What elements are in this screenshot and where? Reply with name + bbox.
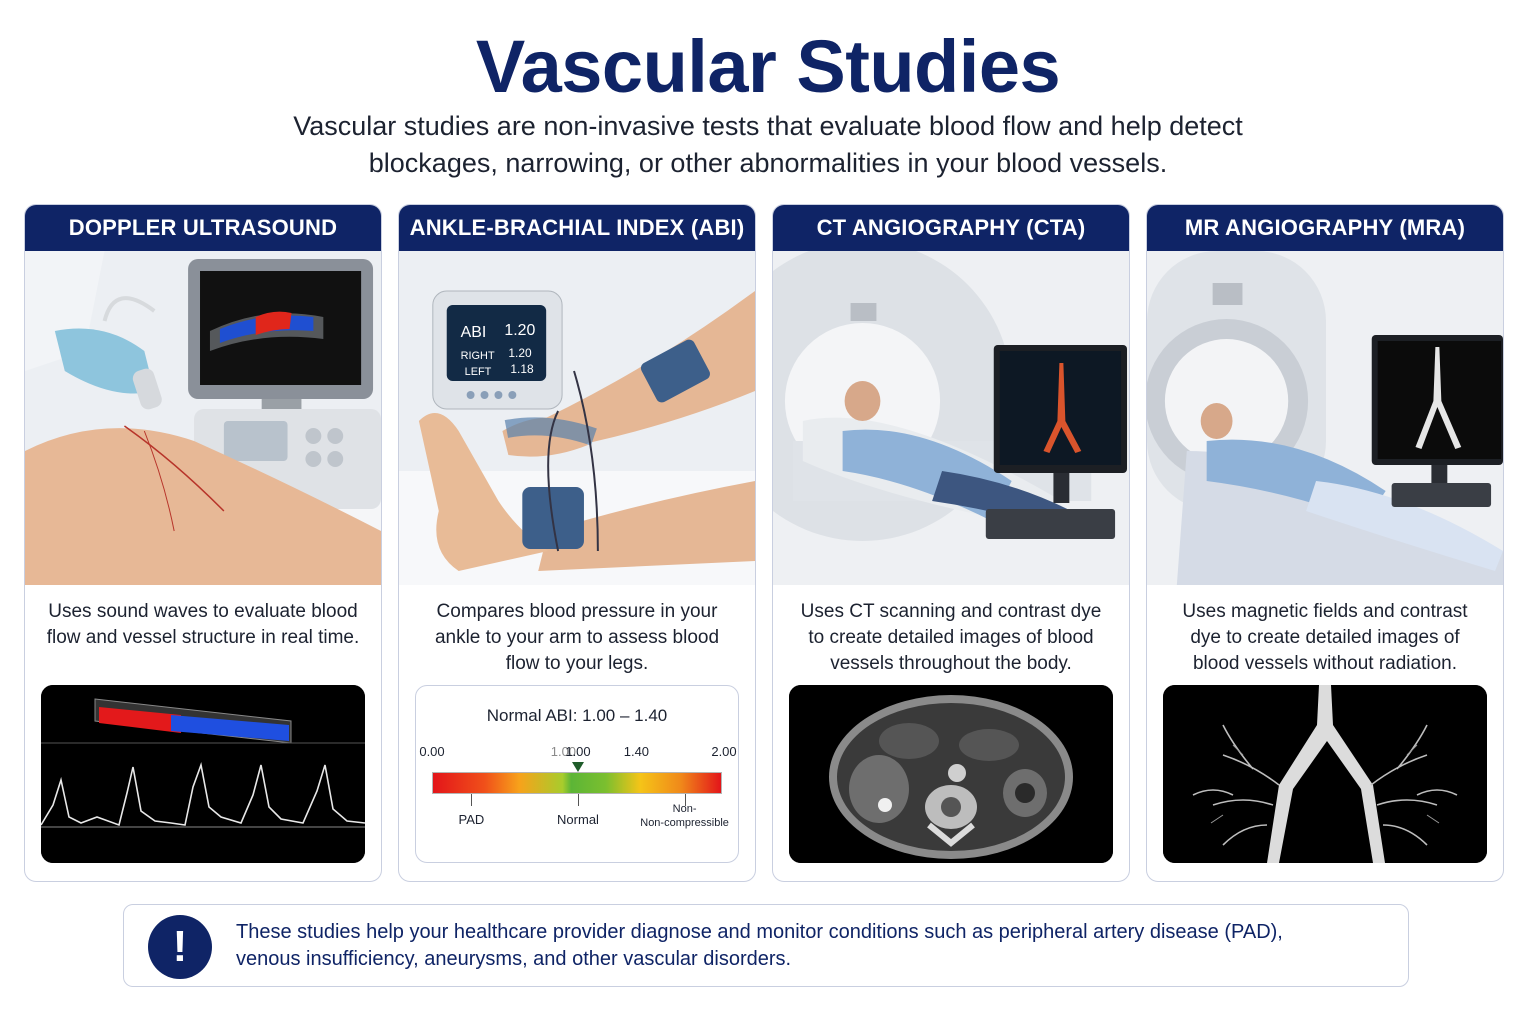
info-note-line-1: These studies help your healthcare provi… (236, 921, 1283, 943)
abi-gradient-bar (432, 772, 722, 794)
info-note: ! These studies help your healthcare pro… (123, 904, 1409, 987)
abi-zone-label: Normal (557, 812, 599, 827)
abi-monitor-abi-label: ABI (461, 324, 487, 341)
card-title: CT ANGIOGRAPHY (CTA) (773, 205, 1129, 251)
abi-zone-tick (471, 794, 473, 806)
abi-zone-tick (578, 794, 579, 806)
card-description: Compares blood pressure in your ankle to… (434, 601, 720, 674)
abi-tick-label: 1.00 (550, 744, 577, 759)
abi-normal-marker (572, 762, 584, 772)
abi-tick-label: 2.00 (711, 744, 737, 759)
card-description: Uses magnetic fields and contrast dye to… (1182, 601, 1468, 674)
abi-zone-label: PAD (458, 812, 485, 827)
abi-tick-label: 0.00 (419, 744, 445, 759)
card-doppler-ultrasound: DOPPLER ULTRASOUND (24, 204, 382, 882)
page-title: Vascular Studies (475, 25, 1061, 108)
doppler-waveform-image (41, 685, 365, 863)
card-ankle-brachial-index: ANKLE-BRACHIAL INDEX (ABI) ABI 1.20 RIGH… (398, 204, 756, 882)
mra-vessel-image (1163, 685, 1487, 863)
card-title: MR ANGIOGRAPHY (MRA) (1147, 205, 1503, 251)
info-note-text: These studies help your healthcare provi… (236, 919, 1378, 973)
card-title: DOPPLER ULTRASOUND (25, 205, 381, 251)
card-mr-angiography: MR ANGIOGRAPHY (MRA) Uses ma (1146, 204, 1504, 882)
info-note-line-2: venous insufficiency, aneurysms, and oth… (236, 948, 792, 970)
card-ct-angiography: CT ANGIOGRAPHY (CTA) Uses CT (772, 204, 1130, 882)
page-subtitle: Vascular studies are non-invasive tests … (0, 108, 1536, 182)
abi-monitor-left-value: 1.18 (510, 362, 534, 376)
study-cards: DOPPLER ULTRASOUND (24, 204, 1510, 882)
exclamation-icon: ! (148, 915, 212, 979)
mri-scanner-photo (1147, 251, 1503, 585)
card-title: ANKLE-BRACHIAL INDEX (ABI) (399, 205, 755, 251)
abi-monitor-right-value: 1.20 (508, 346, 532, 360)
abi-cuff-exam-photo: ABI 1.20 RIGHT 1.20 LEFT 1.18 (399, 251, 755, 585)
abi-zone-label: Non- Non-compressible (640, 803, 729, 829)
card-description: Uses sound waves to evaluate blood flow … (46, 601, 360, 648)
card-description: Uses CT scanning and contrast dye to cre… (800, 601, 1102, 674)
abi-zone-tick (684, 794, 686, 806)
subtitle-line-2: blockages, narrowing, or other abnormali… (368, 148, 1168, 178)
doppler-ultrasound-exam-photo (25, 251, 381, 585)
abi-monitor-left-label: LEFT (465, 366, 492, 378)
abi-scale-title: Normal ABI: 1.00 – 1.40 (486, 706, 668, 725)
subtitle-line-1: Vascular studies are non-invasive tests … (293, 111, 1243, 141)
ct-axial-scan-image (789, 685, 1113, 863)
abi-tick-label: 1.40 (623, 744, 650, 759)
abi-tick-label: 1.00 (565, 744, 591, 759)
abi-monitor-right-label: RIGHT (461, 350, 495, 362)
abi-monitor-abi-value: 1.20 (504, 322, 535, 339)
ct-scanner-photo (773, 251, 1129, 585)
